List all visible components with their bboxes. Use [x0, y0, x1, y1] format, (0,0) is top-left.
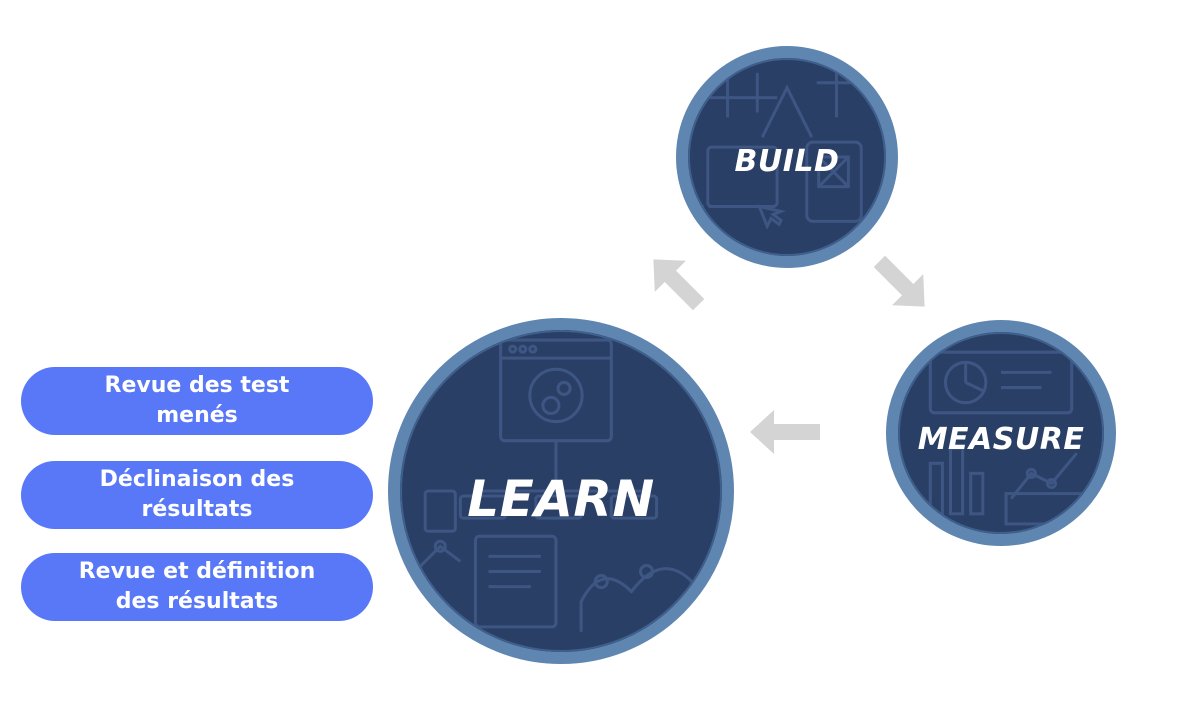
chart-analytics-icon	[928, 350, 1084, 526]
learn-step-line: résultats	[141, 497, 253, 522]
learn-label: LEARN	[467, 470, 655, 528]
learn-step-line: Déclinaison des	[99, 467, 295, 492]
cycle-arrow-icon	[873, 255, 925, 307]
learn-step-pill: Revue des test menés	[21, 367, 373, 435]
learn-step-pill: Revue et définition des résultats	[21, 553, 373, 621]
design-tools-icon	[697, 67, 863, 230]
learn-step-line: Revue des test	[104, 373, 290, 398]
learn-step-line: des résultats	[115, 589, 279, 614]
cycle-arrow-icon	[750, 410, 820, 454]
build-label: BUILD	[734, 144, 840, 179]
learn-step-line: Revue et définition	[78, 559, 316, 584]
measure-label: MEASURE	[917, 422, 1085, 457]
learn-circle: LEARN	[388, 318, 734, 664]
learn-step-pill: Déclinaison des résultats	[21, 461, 373, 529]
learn-step-line: menés	[156, 403, 238, 428]
cycle-arrow-icon	[653, 259, 705, 311]
measure-circle: MEASURE	[886, 320, 1116, 546]
research-browser-icon	[414, 338, 694, 632]
build-circle: BUILD	[676, 46, 898, 268]
